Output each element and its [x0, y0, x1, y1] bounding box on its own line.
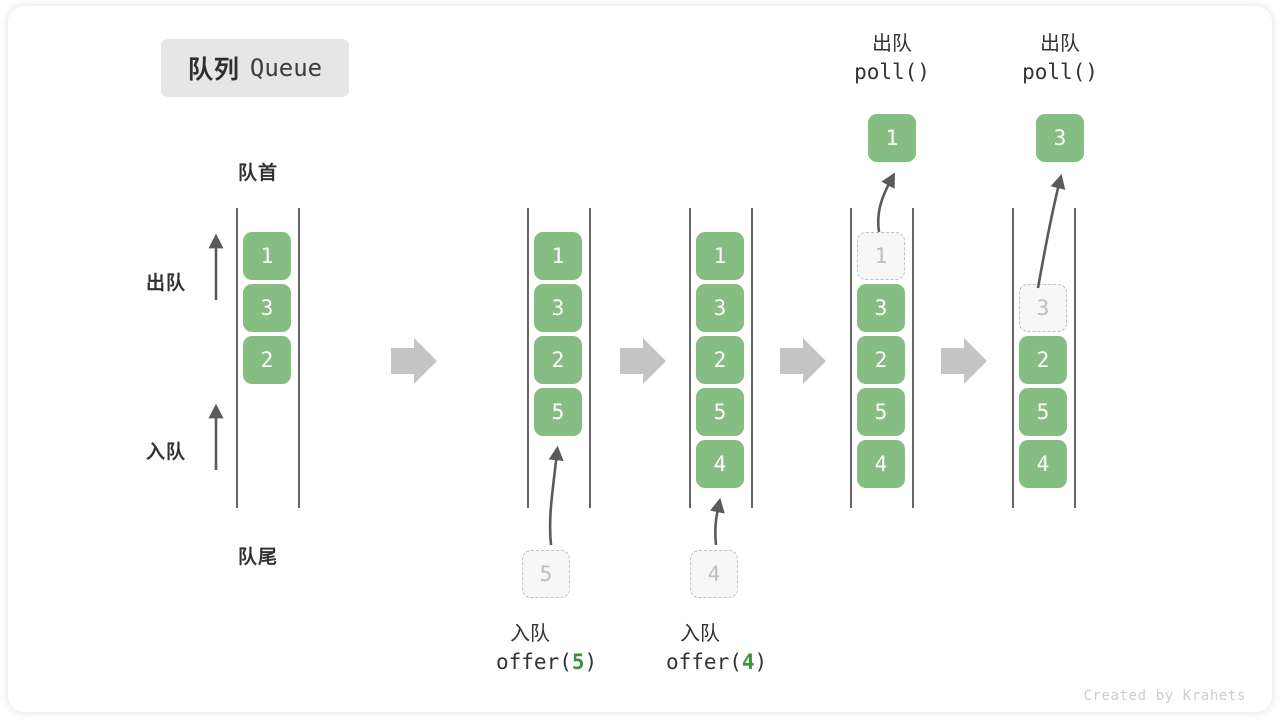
col-2-cell-0: 1: [534, 232, 582, 280]
col-5-cell-4: 4: [1019, 440, 1067, 488]
dequeue-caption-1-code: poll(): [854, 60, 930, 85]
diagram-card: [8, 6, 1272, 712]
enqueue-caption-2-close: ): [754, 650, 768, 675]
enqueue-caption-2-cn: 入队: [680, 623, 720, 645]
queue-rear-label: 队尾: [238, 547, 279, 568]
col-3-cell-4: 4: [696, 440, 744, 488]
enqueue-caption-1: 入队 offer(5): [496, 620, 646, 678]
col-4-rail-left-line: [850, 208, 852, 508]
col-4-cell-2: 2: [857, 336, 905, 384]
col-1-cell-2: 2: [243, 336, 291, 384]
col-3-cell-0: 1: [696, 232, 744, 280]
enqueue-caption-2-code: offer(4): [666, 648, 816, 678]
dequeue-caption-2-cn: 出队: [1040, 33, 1080, 55]
col-4-cell-3: 5: [857, 388, 905, 436]
pending-cell-5: 5: [522, 550, 570, 598]
credit-text: Created by Krahets: [1083, 688, 1246, 704]
pending-cell-4: 4: [690, 550, 738, 598]
title-cn: 队列: [187, 56, 240, 84]
col-3-cell-3: 5: [696, 388, 744, 436]
col-5-cell-2: 2: [1019, 336, 1067, 384]
col-5-rail-left-line: [1012, 208, 1014, 508]
col-2-cell-2: 2: [534, 336, 582, 384]
queue-front-label: 队首: [238, 163, 279, 184]
col-3-rail-right-line: [751, 208, 753, 508]
col-2-rail-right-line: [589, 208, 591, 508]
enqueue-caption-2-val: 4: [741, 650, 755, 675]
col-5-rail-right-line: [1074, 208, 1076, 508]
enqueue-caption-1-cn: 入队: [510, 623, 550, 645]
col-4-rail-right-line: [912, 208, 914, 508]
col-2-cell-1: 3: [534, 284, 582, 332]
popped-cell-3: 3: [1036, 114, 1084, 162]
enqueue-caption-1-fn: offer(: [496, 650, 572, 675]
col-4-cell-0-ghost: 1: [857, 232, 905, 280]
title-en: Queue: [249, 54, 323, 82]
dequeue-caption-2: 出队 poll(): [1010, 30, 1110, 88]
col-4-cell-1: 3: [857, 284, 905, 332]
col-1-rail-left-line: [236, 208, 238, 508]
dequeue-caption-1: 出队 poll(): [842, 30, 942, 88]
title-badge: 队列 Queue: [161, 39, 349, 97]
popped-cell-1: 1: [868, 114, 916, 162]
enqueue-caption-2-fn: offer(: [666, 650, 742, 675]
enqueue-caption-1-code: offer(5): [496, 648, 646, 678]
enqueue-direction-label: 入队: [146, 442, 187, 463]
col-2-cell-3: 5: [534, 388, 582, 436]
dequeue-caption-2-code: poll(): [1022, 60, 1098, 85]
col-3-cell-1: 3: [696, 284, 744, 332]
col-2-rail-left-line: [527, 208, 529, 508]
col-1-cell-0: 1: [243, 232, 291, 280]
enqueue-caption-1-close: ): [584, 650, 598, 675]
col-3-cell-2: 2: [696, 336, 744, 384]
col-1-cell-1: 3: [243, 284, 291, 332]
col-3-rail-left-line: [689, 208, 691, 508]
col-5-cell-1-ghost: 3: [1019, 284, 1067, 332]
col-1-rail-right-line: [298, 208, 300, 508]
dequeue-direction-label: 出队: [146, 273, 187, 294]
col-5-cell-3: 5: [1019, 388, 1067, 436]
col-4-cell-4: 4: [857, 440, 905, 488]
enqueue-caption-1-val: 5: [571, 650, 585, 675]
enqueue-caption-2: 入队 offer(4): [666, 620, 816, 678]
dequeue-caption-1-cn: 出队: [872, 33, 912, 55]
